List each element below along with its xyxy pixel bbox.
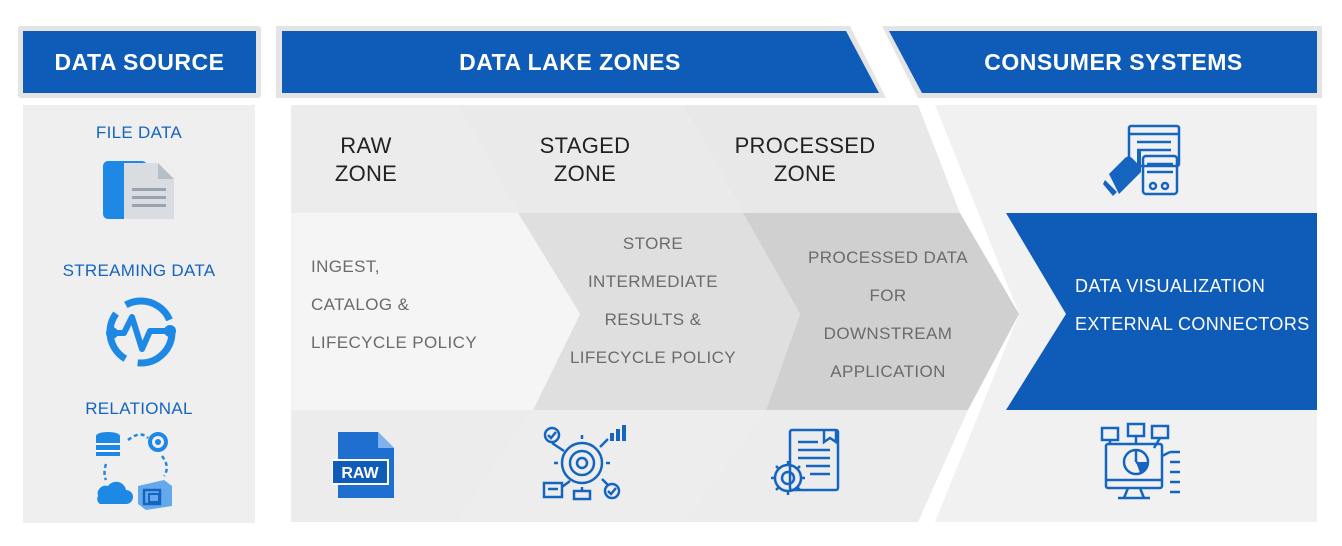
processed-zone-title: PROCESSED ZONE	[720, 132, 890, 188]
processed-zone-desc-line: PROCESSED DATA	[808, 248, 968, 267]
staged-zone-desc-line: STORE	[622, 234, 684, 253]
processed-document-gear-icon	[771, 428, 840, 495]
streaming-pulse-icon	[106, 297, 176, 367]
raw-zone-top-band	[291, 105, 518, 213]
raw-zone-mid-band	[291, 213, 580, 410]
relational-label: RELATIONAL	[85, 399, 193, 418]
raw-zone-title-line2: ZONE	[334, 161, 398, 186]
consumer-highlight-band	[1006, 213, 1317, 410]
data-source-header: DATA SOURCE	[54, 48, 225, 75]
streaming-data-label: STREAMING DATA	[62, 261, 216, 280]
processed-zone-desc-line: FOR	[869, 286, 907, 305]
raw-zone-desc-line: LIFECYCLE POLICY	[311, 333, 478, 352]
processed-zone-title-line2: ZONE	[773, 161, 837, 186]
staging-gear-bulb-icon	[542, 425, 626, 501]
processed-zone-desc-line: APPLICATION	[830, 362, 946, 381]
processed-zone-title-line1: PROCESSED	[734, 133, 876, 158]
data-lake-zones-header: DATA LAKE ZONES	[459, 48, 681, 75]
svg-text:RAW: RAW	[341, 465, 379, 482]
consumer-systems-header: CONSUMER SYSTEMS	[984, 48, 1243, 75]
raw-file-icon: RAW	[332, 432, 394, 498]
staged-zone-bottom-band	[458, 410, 766, 522]
raw-zone-title: RAW ZONE	[306, 132, 426, 188]
staged-zone-mid-band	[518, 213, 800, 410]
consumer-systems-header-bar	[889, 31, 1317, 93]
staged-zone-top-band	[458, 105, 743, 213]
staged-zone-desc-line: RESULTS &	[604, 310, 702, 329]
touch-dashboard-icon	[1103, 124, 1181, 196]
file-data-label: FILE DATA	[95, 123, 183, 142]
processed-zone-top-band	[683, 105, 960, 213]
raw-zone-title-line1: RAW	[340, 133, 392, 158]
staged-zone-title-line2: ZONE	[553, 161, 617, 186]
analytics-dashboard-icon	[1100, 422, 1180, 500]
raw-zone-desc-line: INGEST,	[311, 257, 380, 276]
processed-zone-desc-line: DOWNSTREAM	[823, 324, 953, 343]
consumer-desc-line: EXTERNAL CONNECTORS	[1075, 314, 1310, 334]
staged-zone-desc-line: INTERMEDIATE	[587, 272, 719, 291]
relational-database-icon	[96, 432, 172, 510]
consumer-description: DATA VISUALIZATION EXTERNAL CONNECTORS	[1075, 267, 1310, 343]
processed-zone-description: PROCESSED DATA FOR DOWNSTREAM APPLICATIO…	[798, 239, 978, 391]
data-lake-zones-header-bar	[282, 31, 879, 93]
staged-zone-desc-line: LIFECYCLE POLICY	[569, 348, 737, 367]
staged-zone-title: STAGED ZONE	[515, 132, 655, 188]
raw-zone-description: INGEST, CATALOG & LIFECYCLE POLICY	[311, 248, 477, 362]
consumer-desc-line: DATA VISUALIZATION	[1075, 276, 1266, 296]
processed-zone-mid-band	[743, 213, 1019, 410]
data-source-header-bar	[23, 31, 256, 93]
raw-zone-desc-line: CATALOG &	[311, 295, 410, 314]
staged-zone-description: STORE INTERMEDIATE RESULTS & LIFECYCLE P…	[560, 225, 746, 377]
file-icon	[103, 161, 174, 219]
staged-zone-title-line1: STAGED	[539, 133, 631, 158]
